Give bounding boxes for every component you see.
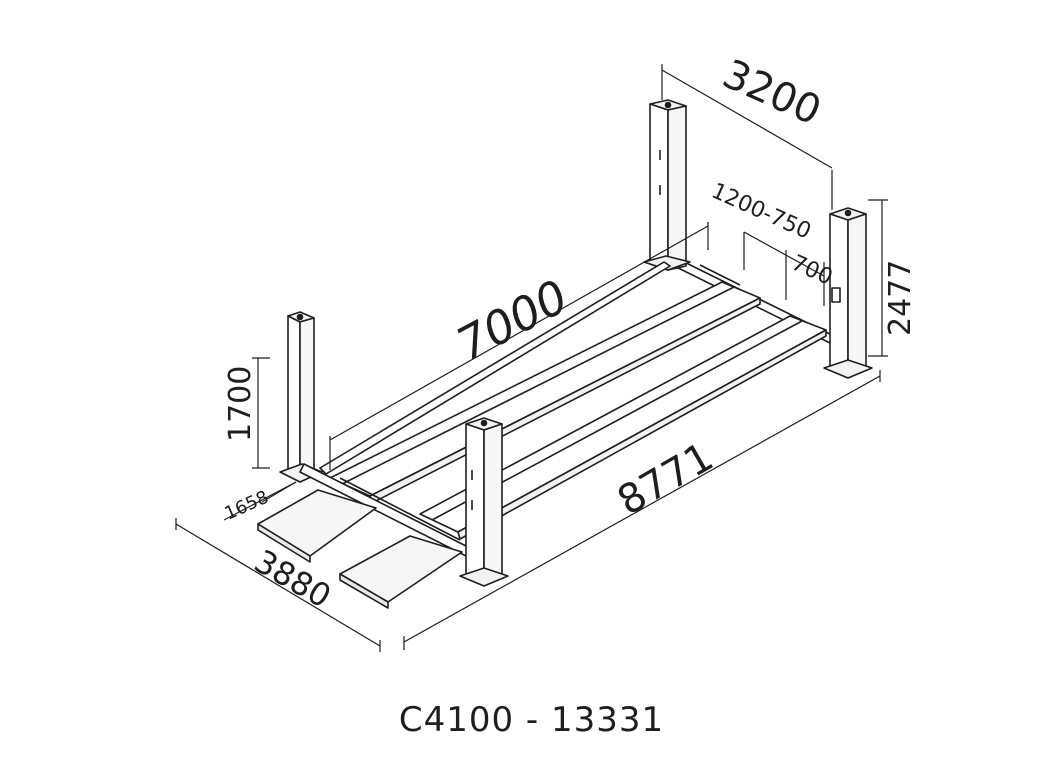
dim-width-top: 3200	[716, 51, 828, 134]
dim-ramp-length: 1658	[221, 487, 271, 525]
ramp-right	[339, 535, 463, 609]
dim-overall-length: 8771	[610, 434, 721, 525]
model-caption: C4100 - 13331	[398, 700, 665, 740]
side-beam-left	[319, 261, 671, 475]
dim-lift-height: 1700	[223, 366, 258, 442]
column-back-left	[643, 99, 691, 271]
ramp-left	[257, 489, 377, 563]
lift-structure	[257, 99, 873, 609]
dim-overall-width: 3880	[248, 542, 338, 616]
column-back-right	[823, 207, 873, 379]
dim-runway-width: 700	[788, 251, 837, 291]
dim-adjust-range: 1200-750	[708, 179, 815, 245]
dimension-lines	[175, 64, 888, 652]
column-front-right	[459, 417, 509, 587]
column-front-left	[279, 311, 323, 483]
dim-column-height: 2477	[883, 260, 918, 336]
